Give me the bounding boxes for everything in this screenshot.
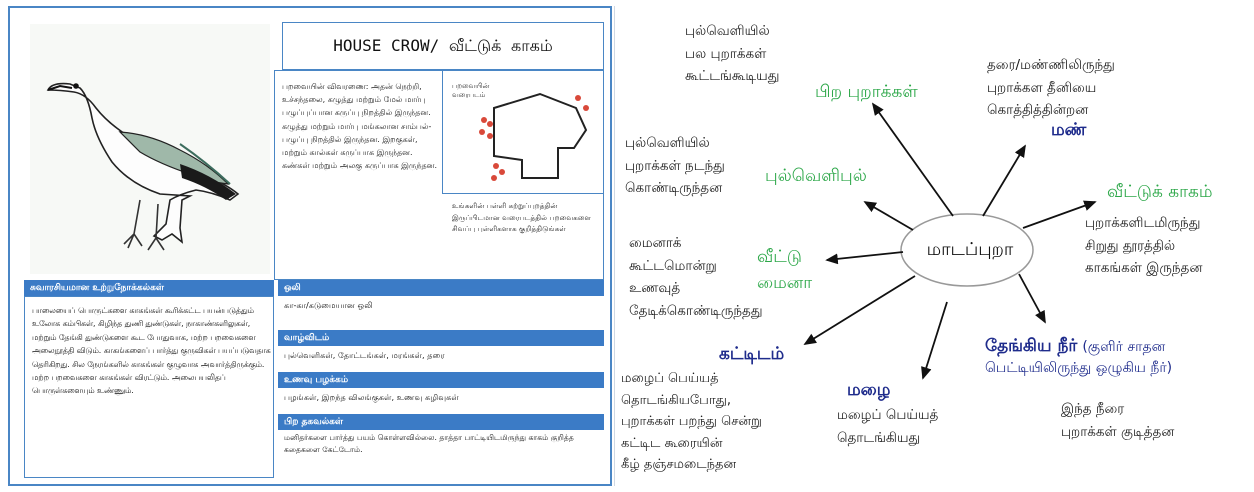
map-dot <box>487 133 493 139</box>
stagnant-water-heading: தேங்கிய நீர் <box>985 336 1078 356</box>
map-dot <box>481 117 487 123</box>
soil-heading: மண் <box>1051 120 1087 140</box>
map-note: உங்களின் பள்ளி கற்றுப்புறத்தின் இருப்பிட… <box>452 201 592 233</box>
text-line: மைனாக் <box>629 235 682 251</box>
heading-line: வீட்டு <box>757 247 802 267</box>
map-dot <box>499 169 505 175</box>
text-line: புல்வெளியில் <box>625 135 710 151</box>
grass-heading: புல்வெளிபுல் <box>765 166 867 186</box>
text-line: கீழ் தஞ்சமடைந்தன <box>621 457 737 472</box>
text-line: இந்த நீரை <box>1061 401 1125 417</box>
center-node <box>900 213 1034 287</box>
text-line: தேடிக்கொண்டிருந்தது <box>629 302 763 319</box>
arrow-soil <box>982 144 1026 217</box>
arrow-rain <box>921 301 948 380</box>
map-dot <box>575 95 581 101</box>
observations-box <box>24 296 274 478</box>
house-crow-text: புறாக்களிடமிருந்து சிறுது தூரத்தில் காகங… <box>1085 212 1202 280</box>
card-title: HOUSE CROW/ வீட்டுக் காகம் <box>282 22 604 70</box>
text-line: சிறுது தூரத்தில் <box>1085 237 1176 254</box>
text-line: மழைப் பெய்யத் <box>837 407 939 423</box>
map-dot <box>583 105 589 111</box>
text-line: புறாக்களிடமிருந்து <box>1085 215 1201 231</box>
other-info-header: பிற தகவல்கள் <box>278 414 604 430</box>
observations-header: சுவாரசியமான உற்றுநோக்கல்கள் <box>24 280 274 296</box>
text-line: தரை/மண்ணிலிருந்து <box>987 57 1115 73</box>
diet-text: பழங்கள், இறந்த விலங்குகள், உணவு கழிவுகள் <box>284 392 459 402</box>
stagnant-water-text: இந்த நீரை புறாக்கள் குடித்தன <box>1061 398 1174 443</box>
other-pigeons-text: புல்வெளியில் பல புறாக்கள் கூட்டங்கூடியது <box>685 20 779 88</box>
map-box <box>442 70 604 194</box>
map-dot <box>491 175 497 181</box>
arrow-stagnant-water <box>1018 273 1046 324</box>
text-line: புறாக்கள தீனியை <box>987 79 1097 96</box>
mind-map-connectors <box>803 102 1097 380</box>
mind-map: மாடப்புறா புல்வெளியில் பல புறாக்கள் கூட்… <box>614 6 1247 486</box>
arrow-house-crow <box>1022 200 1097 229</box>
text-line: காகங்கள் இருந்தன <box>1085 260 1203 276</box>
map-dot <box>493 163 499 169</box>
stagnant-water-note-2: பெட்டியிலிருந்து ஒழுகிய நீர்) <box>985 360 1173 376</box>
school-map <box>479 92 589 181</box>
text-line: கூட்டங்கூடியது <box>685 68 780 84</box>
center-label: மாடப்புறா <box>926 239 1014 260</box>
text-line: புறாக்கள் பறந்து சென்று <box>621 414 762 429</box>
text-line: கூட்டமொன்று <box>629 257 717 274</box>
text-line: பல புறாக்கள் <box>685 45 767 62</box>
description-text: பறவையின் விவரணை: அதன் நெற்றி, உச்சந்தலை,… <box>282 82 437 171</box>
text-line: புறாக்கள் நடந்து <box>625 157 725 174</box>
observations-text: பாலையைப் பொருட்களை காகங்கள் கூரிக்கட்ட ப… <box>32 306 271 396</box>
stagnant-water-heading-group: தேங்கிய நீர் (குளிர் சாதன <box>985 336 1165 358</box>
building-heading: கட்டிடம் <box>719 344 785 364</box>
bird-card: HOUSE CROW/ வீட்டுக் காகம் பறவையின் விவர… <box>8 6 612 486</box>
text-line: உணவுத் <box>629 280 681 296</box>
myna-text: மைனாக் கூட்டமொன்று உணவுத் தேடிக்கொண்டிரு… <box>629 232 763 322</box>
house-crow-heading: வீட்டுக் காகம் <box>1107 182 1213 202</box>
grass-text: புல்வெளியில் புறாக்கள் நடந்து கொண்டிருந்… <box>625 132 725 200</box>
map-dot <box>487 121 493 127</box>
text-line: கொத்தித்தின்றன <box>987 102 1089 118</box>
text-line: கொண்டிருந்தன <box>625 180 723 196</box>
rain-text: மழைப் பெய்யத் தொடங்கியது <box>837 404 938 449</box>
map-label: பறவையின் வரைபடம் <box>452 82 490 99</box>
stagnant-water-note: (குளிர் சாதன <box>1082 339 1166 355</box>
text-line: கட்டிட கூரையின் <box>621 435 723 451</box>
habitat-header: வாழ்விடம் <box>278 330 604 346</box>
other-pigeons-heading: பிற புறாக்கள் <box>815 82 918 102</box>
text-line: புறாக்கள் குடித்தன <box>1061 423 1175 440</box>
arrow-grass <box>863 201 914 231</box>
soil-text: தரை/மண்ணிலிருந்து புறாக்கள தீனியை கொத்தி… <box>987 54 1115 122</box>
other-info-text: மனிதர்களை பார்த்து பயம் கொள்ளவில்லை. தாத… <box>284 433 574 454</box>
arrow-building <box>803 275 916 345</box>
myna-heading: வீட்டு மைனா <box>757 244 812 296</box>
arrow-myna <box>825 251 904 265</box>
sound-header: ஒலி <box>278 280 604 296</box>
building-text: மழைப் பெய்யத் தொடங்கியபோது, புறாக்கள் பற… <box>621 368 762 476</box>
heading-line: மைனா <box>757 273 813 293</box>
text-line: புல்வெளியில் <box>685 23 770 39</box>
crow-drawing <box>30 24 270 274</box>
habitat-text: புல்வெளிகள், தோட்டங்கள், மரங்கள், தரை <box>284 350 445 360</box>
arrow-other-pigeons <box>871 102 954 217</box>
map-dot <box>479 129 485 135</box>
text-line: தொடங்கியது <box>837 429 921 446</box>
text-line: தொடங்கியபோது, <box>621 392 732 408</box>
sound-text: கா-கா/கடுமையான ஒலி <box>284 300 373 310</box>
diet-header: உணவு பழக்கம் <box>278 372 604 388</box>
rain-heading: மழை <box>847 380 891 400</box>
text-line: மழைப் பெய்யத் <box>621 371 719 386</box>
